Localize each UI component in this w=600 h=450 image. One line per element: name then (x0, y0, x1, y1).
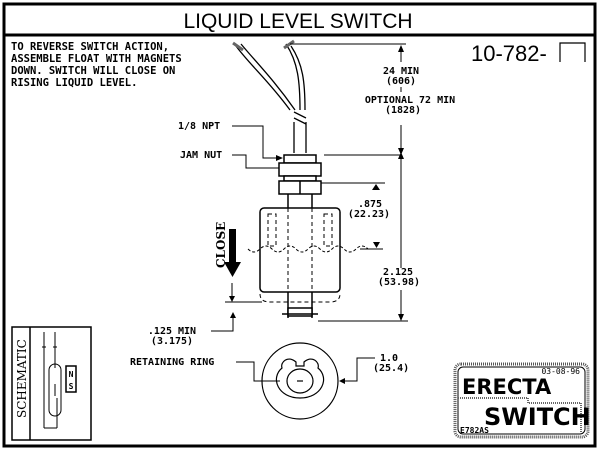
lead-wires (232, 39, 307, 153)
logo-line2: SWITCH (484, 403, 591, 431)
logo-line1: ERECTA (462, 375, 552, 399)
float-offset-dimension (318, 152, 408, 322)
jam-nut-leader (232, 154, 279, 169)
note-line: TO REVERSE SWITCH ACTION, (11, 41, 169, 53)
liquid-level-line (247, 245, 376, 253)
liquid-level-marker-icon (373, 242, 380, 248)
magnet-south-label: S (69, 382, 74, 391)
npt-label: 1/8 NPT (178, 121, 220, 132)
lead-length-dimension (290, 43, 406, 155)
schematic-panel: SCHEMATIC N S (11, 326, 92, 441)
drawing-title: LIQUID LEVEL SWITCH (183, 10, 412, 33)
jam-nut-label: JAM NUT (180, 150, 222, 161)
switch-body (259, 154, 341, 318)
company-logo: 03-08-96 ERECTA SWITCH E782AS (453, 362, 591, 439)
logo-code: E782AS (460, 426, 489, 435)
magnet-icon (65, 365, 77, 393)
magnet-north-label: N (69, 370, 74, 379)
lead-min-metric: (606) (386, 76, 416, 87)
float-diameter-arrow-icon (339, 378, 345, 384)
overall-length-metric: (53.98) (378, 277, 420, 288)
assembly-note: TO REVERSE SWITCH ACTION, ASSEMBLE FLOAT… (11, 41, 182, 89)
part-suffix-box (559, 42, 586, 62)
note-line: DOWN. SWITCH WILL CLOSE ON (11, 65, 175, 77)
close-arrow-shaft (229, 229, 236, 263)
retaining-ring-leader (236, 361, 280, 382)
close-arrow-icon (224, 262, 241, 277)
schematic-label: SCHEMATIC (15, 339, 29, 418)
min-clearance-metric: (3.175) (151, 336, 193, 347)
part-number: 10-782- (471, 41, 547, 66)
note-line: ASSEMBLE FLOAT WITH MAGNETS (11, 53, 182, 65)
logo-date: 03-08-96 (541, 367, 580, 376)
min-clearance-dimension (211, 283, 262, 332)
float-diameter-metric: (25.4) (373, 363, 409, 374)
lead-min-imperial: 24 MIN (383, 66, 419, 77)
min-clearance-imperial: .125 MIN (148, 326, 196, 337)
npt-arrow-icon (276, 155, 283, 161)
overall-length-imperial: 2.125 (383, 267, 413, 278)
float-offset-imperial: .875 (358, 199, 382, 210)
float-diameter-imperial: 1.0 (380, 353, 398, 364)
lead-optional-metric: (1828) (385, 105, 421, 116)
note-line: RISING LIQUID LEVEL. (11, 77, 137, 89)
float-internals (259, 208, 341, 303)
float-offset-metric: (22.23) (348, 209, 390, 220)
float-diameter-leader (345, 357, 375, 382)
close-label: CLOSE (214, 222, 228, 268)
retaining-ring-label: RETAINING RING (130, 357, 214, 368)
lead-optional-imperial: OPTIONAL 72 MIN (365, 95, 455, 106)
npt-leader (232, 125, 276, 159)
